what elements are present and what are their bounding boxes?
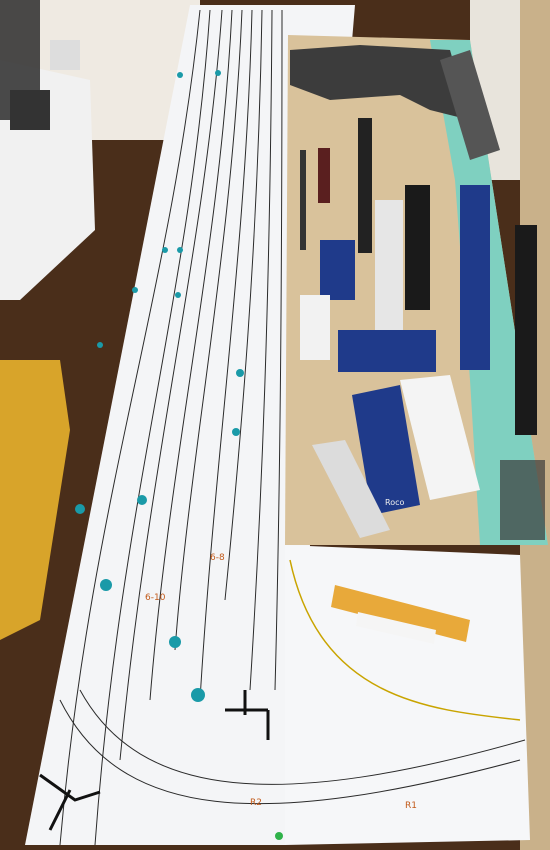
rock-landscape — [290, 45, 470, 120]
rock-side — [440, 50, 500, 160]
model-building — [10, 90, 50, 130]
label-curve: R2 — [250, 798, 262, 808]
label-track: 6-10 — [145, 593, 166, 603]
white-structure-kit — [312, 440, 390, 538]
turnout-packaging — [400, 375, 480, 500]
boxed-model — [338, 330, 436, 372]
label-track-alt: 6-8 — [210, 553, 225, 563]
roco-box — [352, 385, 420, 515]
green-pin — [275, 832, 283, 840]
track-pile — [500, 460, 545, 540]
rolling-stock — [318, 148, 330, 203]
turnout-markers — [75, 70, 244, 702]
locomotive-box — [320, 240, 355, 300]
track-plan-paper — [25, 5, 355, 845]
roco-logo: Roco — [385, 498, 404, 507]
track-piece — [358, 118, 372, 253]
track-piece-2 — [300, 150, 306, 250]
track-bundle — [405, 185, 430, 310]
couch — [0, 360, 70, 640]
buffer-stop-drawings — [39, 690, 270, 831]
label-curve-alt: R1 — [405, 801, 417, 811]
model-house — [50, 40, 80, 70]
flex-track — [515, 225, 537, 435]
clear-case — [375, 200, 403, 330]
blue-box-long — [460, 185, 490, 370]
curve-guide — [289, 559, 521, 721]
marker-pen — [356, 612, 436, 644]
white-kit — [300, 295, 330, 360]
track-lines — [59, 9, 526, 846]
folding-ruler — [331, 585, 470, 642]
